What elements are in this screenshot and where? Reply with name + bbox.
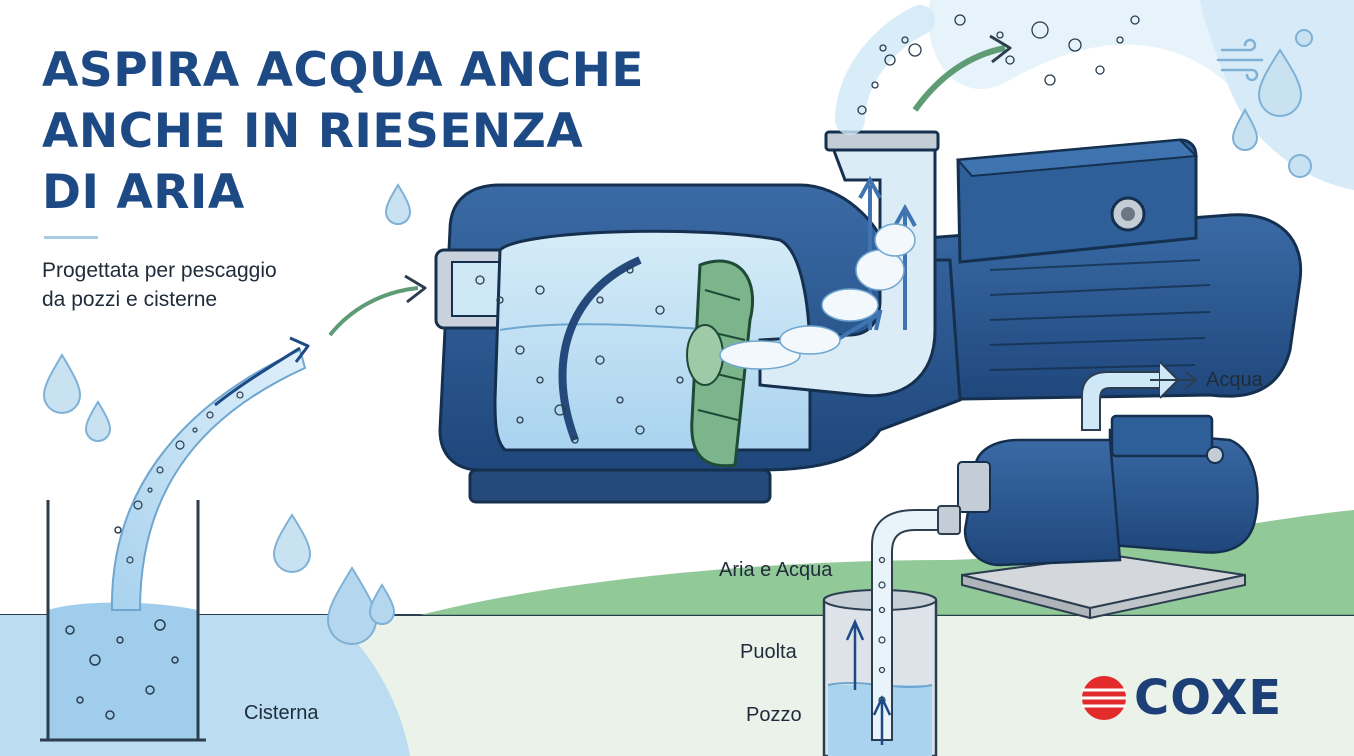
headline-divider — [44, 236, 98, 239]
headline-line-1: ASPIRA ACQUA ANCHE — [42, 43, 645, 98]
up-arrow-icon — [845, 618, 865, 690]
brand-mark-icon — [1081, 676, 1127, 720]
bubble-icon — [1288, 154, 1312, 178]
motor-body — [898, 213, 1303, 402]
well-pump — [957, 361, 1259, 620]
well — [822, 505, 961, 756]
small-pump-casing — [963, 438, 1122, 567]
headline-line-2: ANCHE IN RIESENZA — [42, 104, 584, 159]
droplet-icon — [368, 583, 396, 625]
wind-icon — [1216, 38, 1264, 82]
droplet-icon — [1231, 107, 1259, 151]
label-air-water: Aria e Acqua — [719, 559, 833, 581]
label-water-out: Acqua — [1206, 369, 1263, 391]
subheadline-line-2: da pozzi e cisterne — [42, 288, 218, 311]
brand-name: COXE — [1134, 670, 1283, 726]
outlet-arrow-icon — [912, 45, 1006, 112]
cistern-water — [48, 602, 198, 740]
suction-stream — [110, 336, 310, 611]
inlet-arrow-icon — [328, 274, 427, 337]
impeller — [686, 259, 755, 468]
outlet-pipe — [758, 138, 937, 398]
cistern — [40, 500, 206, 742]
diffuser — [558, 256, 642, 442]
droplet-icon — [1257, 48, 1303, 117]
droplet-icon — [42, 353, 82, 414]
subheadline-line-1: Progettata per pescaggio — [42, 259, 277, 282]
droplet-icon — [84, 400, 112, 442]
label-well: Pozzo — [746, 704, 802, 726]
headline: ASPIRA ACQUA ANCHE ANCHE IN RIESENZA DI … — [42, 40, 644, 223]
headline-line-3: DI ARIA — [42, 165, 245, 220]
bubble-icon — [1295, 29, 1313, 47]
label-cistern: Cisterna — [244, 702, 319, 724]
label-puolta: Puolta — [740, 641, 797, 663]
pump-cutaway — [434, 5, 1303, 504]
brand-logo: COXE — [1079, 668, 1319, 728]
droplet-icon — [326, 566, 378, 645]
droplet-icon — [272, 513, 312, 573]
droplets — [42, 29, 1313, 645]
pump-foot — [468, 468, 772, 504]
stream-arrow-icon — [214, 346, 301, 407]
up-arrow-icon — [872, 695, 892, 745]
subheadline: Progettata per pescaggio da pozzi e cist… — [42, 256, 277, 314]
droplet-icon — [384, 183, 412, 225]
